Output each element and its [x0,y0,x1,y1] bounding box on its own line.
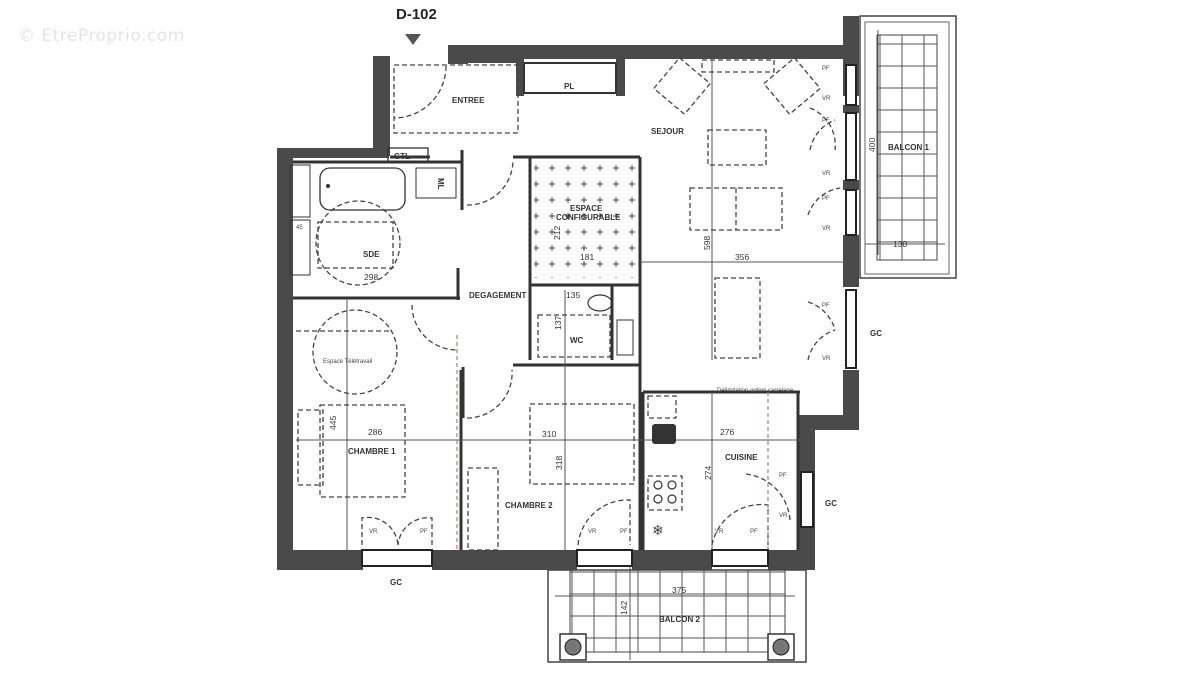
dim-chambre2-width: 310 [542,429,556,439]
svg-text:VR: VR [779,513,788,519]
partitions [293,150,800,550]
svg-text:VR: VR [369,529,378,535]
dim-sejour-length: 598 [702,236,712,250]
dim-wc-length: 137 [553,316,563,330]
unit-label: D-102 [396,6,437,23]
svg-text:PF: PF [822,303,830,309]
cooktop-icon [653,480,677,504]
toilet-icon [587,294,613,312]
svg-text:VR: VR [822,171,831,177]
label-gtl: GTL [394,152,410,161]
dim-cuisine-width: 276 [720,427,734,437]
balcon-2 [547,569,807,663]
sink-icon [652,424,676,444]
label-delimitation: Délimitation option carrelage [717,388,794,394]
dim-balcon2-width: 375 [672,585,686,595]
room-label-espace: ESPACE [570,204,603,213]
svg-text:PF: PF [822,196,830,202]
room-label-chambre1: CHAMBRE 1 [348,447,396,456]
svg-text:GC: GC [825,499,837,508]
dim-balcon1-length: 400 [867,138,877,152]
dim-sde-width: 298 [364,272,378,282]
dim-chambre2-length: 318 [554,456,564,470]
room-label-chambre2: CHAMBRE 2 [505,501,553,510]
svg-text:VR: VR [822,226,831,232]
dim-espace-w: 181 [580,252,594,262]
svg-text:VR: VR [822,356,831,362]
watermark: © EtreProprio.com [18,26,185,46]
placard-box [523,62,617,94]
furniture-dashed [296,56,841,551]
room-label-placard: PL [564,82,574,91]
room-label-sejour: SEJOUR [651,127,684,136]
room-label-sde: SDE [363,250,380,259]
room-label-balcon2: BALCON 2 [659,615,700,624]
window-frames [361,64,857,567]
svg-text:PF: PF [750,529,758,535]
svg-text:PF: PF [420,529,428,535]
svg-text:VR: VR [822,96,831,102]
room-label-degagement: DEGAGEMENT [469,291,526,300]
room-label-balcon1: BALCON 1 [888,143,929,152]
room-label-entree: ENTREE [452,96,485,105]
window-labels: PF VR PF VR PF VR PF VR PF VR VR PF VR P… [369,66,882,587]
bathtub-icon [319,167,406,211]
svg-text:PF: PF [779,473,787,479]
dim-espace-h: 212 [552,226,562,240]
svg-text:VR: VR [588,529,597,535]
dim-cuisine-length: 274 [703,466,713,480]
freezer-icon: ❄ [652,522,664,538]
dim-chambre1-length: 445 [328,416,338,430]
svg-text:PF: PF [822,118,830,124]
room-label-cuisine: CUISINE [725,453,758,462]
svg-text:PF: PF [822,66,830,72]
dim-sejour-width: 356 [735,252,749,262]
label-ml: ML [436,178,445,190]
dim-sde-45: 45 [296,225,303,231]
svg-text:PF: PF [620,529,628,535]
room-label-teletravail: Espace Télétravail [323,359,372,365]
svg-text:GC: GC [390,578,402,587]
dim-chambre1-width: 286 [368,427,382,437]
room-label-configurable: CONFIGURABLE [556,213,621,222]
balcon-1 [859,15,957,279]
svg-text:GC: GC [870,329,882,338]
dim-wc-width: 135 [566,290,580,300]
dim-balcon1-width: 130 [893,239,907,249]
walls [277,16,859,570]
dim-balcon2-length: 142 [619,601,629,615]
espace-configurable-hatch [534,160,637,278]
entrance-triangle-icon [405,34,421,45]
svg-text:VR: VR [715,529,724,535]
room-label-wc: WC [570,336,584,345]
